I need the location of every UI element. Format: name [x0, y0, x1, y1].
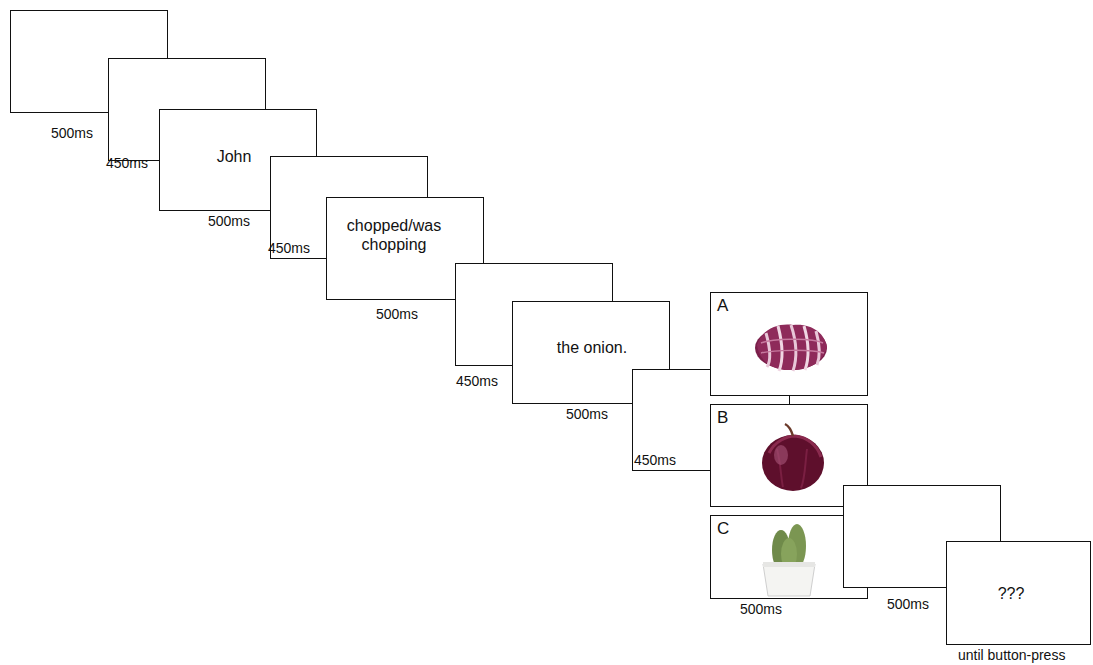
timing-label: 450ms	[106, 155, 148, 171]
timing-label: 500ms	[376, 306, 418, 322]
timing-label: 450ms	[456, 373, 498, 389]
panel-letter: C	[717, 519, 729, 539]
timing-label: 500ms	[566, 406, 608, 422]
timing-label: 450ms	[268, 240, 310, 256]
stimulus-screen: ???	[946, 541, 1091, 645]
timing-label: 500ms	[887, 596, 929, 612]
timing-label: 500ms	[208, 213, 250, 229]
timing-label: 500ms	[740, 601, 782, 617]
timing-label: until button-press	[958, 647, 1065, 663]
sliced-onion-photo	[711, 293, 867, 395]
timing-label: 500ms	[51, 125, 93, 141]
screen-text: the onion.	[557, 338, 627, 357]
panel-letter: B	[717, 408, 728, 428]
screen-text: chopped/was chopping	[334, 216, 454, 254]
screen-text: ???	[998, 584, 1025, 603]
stimulus-screen: A	[710, 292, 868, 396]
timing-label: 450ms	[634, 452, 676, 468]
panel-letter: A	[717, 296, 728, 316]
screen-text: John	[217, 147, 252, 166]
